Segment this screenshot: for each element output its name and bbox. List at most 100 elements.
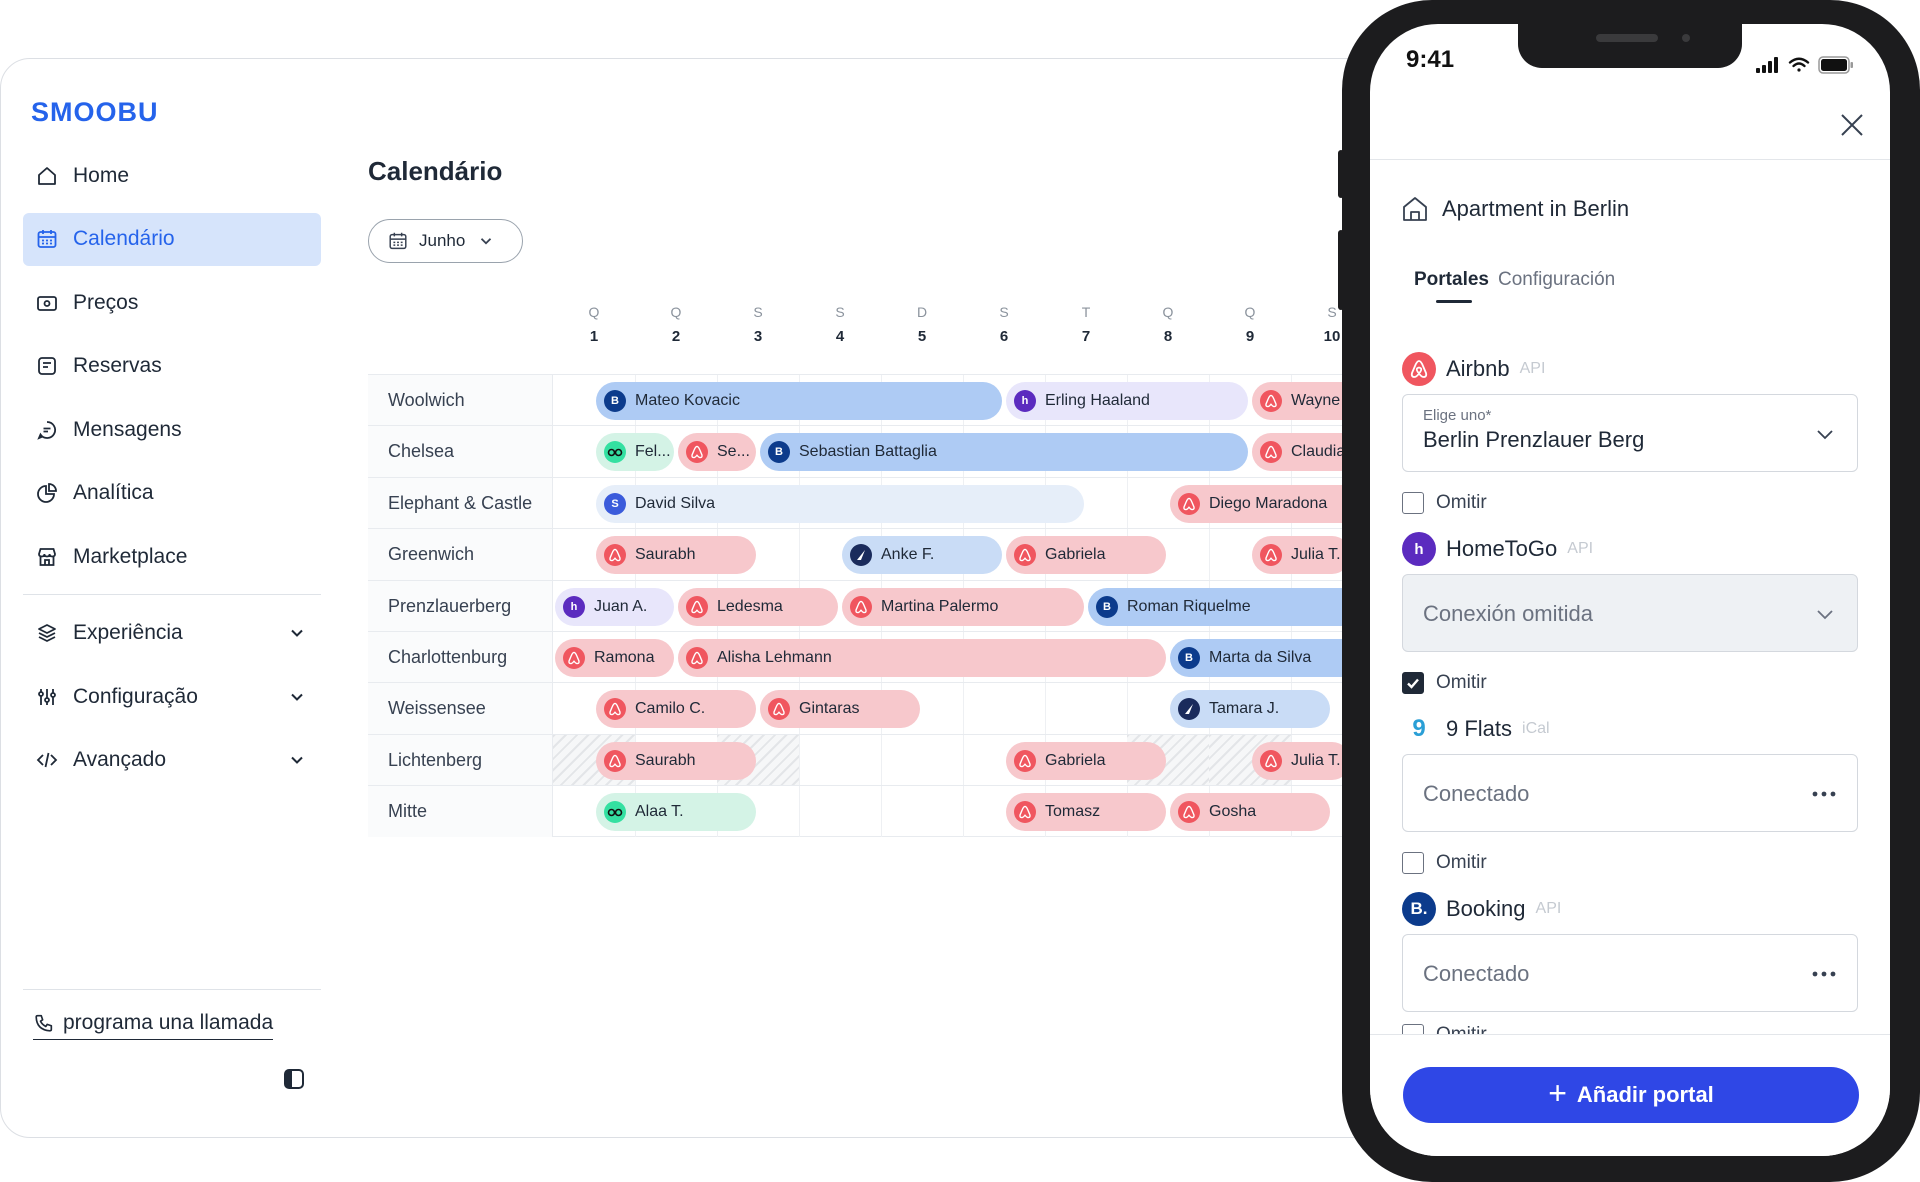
booking-bar[interactable]: Martina Palermo	[842, 587, 1084, 626]
marketplace-icon	[38, 547, 56, 566]
guest-name: Saurabh	[635, 751, 696, 769]
smoobu-logo[interactable]: SMOOBU	[31, 97, 159, 127]
phone-side-button	[1918, 240, 1920, 340]
booking-status-field[interactable]: Conectado	[1402, 934, 1858, 1012]
booking-bar[interactable]: Se...	[678, 433, 756, 472]
price-icon	[37, 295, 57, 311]
booking-bar[interactable]: Camilo C.	[596, 690, 756, 729]
header-divider	[1370, 159, 1890, 160]
chevron-down-icon	[1817, 430, 1833, 440]
9flats-status-field[interactable]: Conectado	[1402, 754, 1858, 832]
add-portal-button[interactable]: + Añadir portal	[1403, 1067, 1859, 1123]
sidebar-group-configuracao[interactable]: Configuração	[23, 670, 321, 723]
guest-name: David Silva	[635, 494, 716, 512]
more-options-icon[interactable]	[1811, 962, 1837, 986]
booking-bar[interactable]: Gabriela	[1006, 741, 1166, 780]
hometogo-omit-checkbox[interactable]: Omitir	[1402, 672, 1487, 694]
tab-configuracion[interactable]: Configuración	[1498, 269, 1616, 290]
calendar-row: Greenwich Saurabh Anke F.Gabriela Julia T.	[368, 528, 1399, 581]
guest-name: Mateo Kovacic	[635, 392, 740, 409]
booking-bar[interactable]: Anke F.	[842, 536, 1002, 575]
booking-bar[interactable]: Saurabh	[596, 741, 756, 780]
airbnb-icon	[1260, 544, 1282, 567]
property-name[interactable]: Mitte	[388, 801, 428, 822]
property-name[interactable]: Greenwich	[388, 544, 475, 565]
booking-bar[interactable]: Julia T.	[1252, 741, 1351, 780]
booking-bar[interactable]: Alisha Lehmann	[678, 638, 1166, 677]
day-number: 6	[999, 328, 1009, 345]
sidebar-item-label: Home	[73, 163, 130, 187]
property-cell	[368, 786, 553, 838]
airbnb-omit-checkbox[interactable]: Omitir	[1402, 492, 1487, 514]
day-letter: S	[999, 304, 1009, 320]
booking-bar[interactable]: Saurabh	[596, 536, 756, 575]
booking-bar[interactable]: B Mateo Kovacic	[596, 382, 1002, 420]
sidebar-item-home[interactable]: Home	[23, 149, 321, 202]
day-letter: Q	[1162, 304, 1174, 320]
page-title: Calendário	[368, 156, 503, 186]
day-letter: S	[835, 304, 845, 320]
booking-bar[interactable]: Tomasz	[1006, 793, 1166, 832]
more-options-icon[interactable]	[1811, 782, 1837, 806]
checkbox-checked[interactable]	[1402, 672, 1424, 694]
checkbox[interactable]	[1402, 492, 1424, 514]
analytics-icon	[37, 483, 57, 503]
guest-name: Gabriela	[1045, 751, 1106, 769]
tab-portales[interactable]: Portales	[1414, 269, 1489, 290]
grid-line	[1127, 683, 1128, 735]
booking-bar[interactable]: Ledesma	[678, 587, 838, 626]
sidebar-item-calendario[interactable]: Calendário	[23, 212, 321, 266]
sidebar-item-marketplace[interactable]: Marketplace	[23, 530, 321, 583]
property-name[interactable]: Prenzlauerberg	[388, 595, 512, 616]
schedule-call-link[interactable]: programa una llamada	[33, 1011, 274, 1040]
chevron-down-icon	[291, 756, 303, 764]
booking-bar[interactable]: Gintaras	[760, 690, 920, 729]
portal-name: Airbnb	[1446, 356, 1510, 381]
sidebar-item-analitica[interactable]: Analítica	[23, 467, 321, 520]
sidebar-item-precos[interactable]: Preços	[23, 276, 321, 329]
booking-bar[interactable]: Fel...	[596, 433, 674, 472]
sidebar-toggle-icon[interactable]	[283, 1068, 305, 1090]
add-portal-label: Añadir portal	[1576, 1082, 1714, 1107]
booking-icon: B	[604, 390, 626, 412]
booking-bar[interactable]: Tamara J.	[1170, 690, 1330, 729]
property-name[interactable]: Charlottenburg	[388, 646, 508, 667]
booking-bar[interactable]: Julia T.	[1252, 536, 1351, 575]
sidebar-item-reservas[interactable]: Reservas	[23, 340, 321, 393]
day-letter: Q	[1244, 304, 1256, 320]
booking-bar[interactable]: Ramona	[555, 638, 674, 677]
airbnb-icon	[604, 698, 626, 721]
day-number: 7	[1081, 328, 1091, 345]
sidebar-group-experiencia[interactable]: Experiência	[23, 607, 321, 660]
hometogo-connection-select[interactable]: Conexión omitida	[1402, 574, 1858, 652]
signal-icon	[1756, 57, 1778, 73]
property-name[interactable]: Chelsea	[388, 441, 455, 462]
checkbox[interactable]	[1402, 852, 1424, 874]
day-number: 4	[835, 328, 845, 345]
month-selector[interactable]: Junho	[368, 219, 523, 263]
booking-bar[interactable]: Alaa T.	[596, 793, 756, 832]
home-icon	[38, 166, 56, 185]
booking-bar[interactable]: Gosha	[1170, 793, 1330, 832]
booking-bar[interactable]: Gabriela	[1006, 536, 1166, 575]
grid-line	[881, 786, 882, 838]
phone-icon	[35, 1014, 53, 1032]
airbnb-listing-select[interactable]: Elige uno* Berlin Prenzlauer Berg	[1402, 394, 1858, 472]
property-name[interactable]: Weissensee	[388, 698, 486, 719]
property-name[interactable]: Lichtenberg	[388, 749, 483, 770]
property-name[interactable]: Elephant & Castle	[388, 492, 533, 513]
airbnb-icon	[768, 698, 790, 721]
grid-line	[1127, 477, 1128, 529]
sidebar-item-mensagens[interactable]: Mensagens	[23, 403, 321, 456]
property-name[interactable]: Woolwich	[388, 390, 465, 410]
grid-line	[963, 683, 964, 735]
sidebar-group-avancado[interactable]: Avançado	[23, 734, 321, 787]
9flats-omit-checkbox[interactable]: Omitir	[1402, 852, 1487, 874]
close-icon[interactable]	[1836, 109, 1868, 141]
